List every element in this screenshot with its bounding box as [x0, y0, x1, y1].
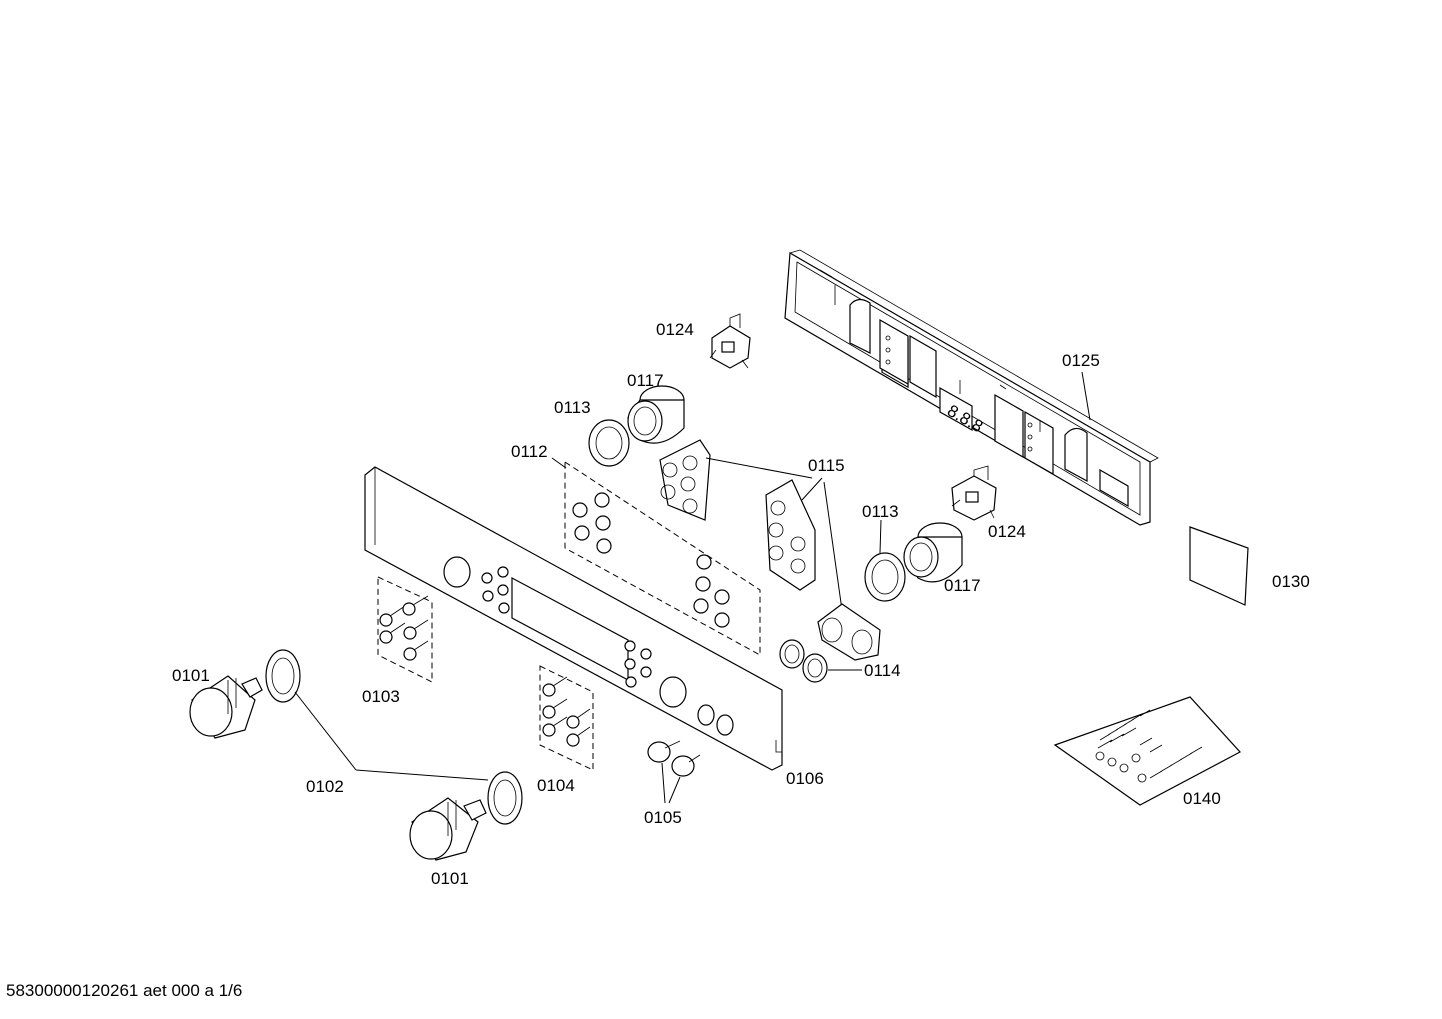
knob-0101-left — [189, 675, 263, 739]
button-pins-0103 — [377, 576, 433, 683]
ring-0113-lower — [864, 552, 906, 602]
label-0125: 0125 — [1062, 351, 1100, 370]
label-0115: 0115 — [808, 456, 845, 475]
label-0113-upper: 0113 — [554, 398, 591, 417]
buttons-0105 — [647, 740, 701, 777]
sheet-0130 — [1189, 526, 1249, 606]
label-0124-upper: 0124 — [656, 320, 694, 339]
drawing-reference-footer: 58300000120261 aet 000 a 1/6 — [6, 981, 243, 1000]
label-0117-lower: 0117 — [944, 576, 981, 595]
knob-0101-lower — [409, 797, 487, 861]
label-0130: 0130 — [1272, 572, 1310, 591]
label-0105: 0105 — [644, 808, 682, 827]
label-0102: 0102 — [306, 777, 344, 796]
label-0124-lower: 0124 — [988, 522, 1026, 541]
screw-bag-0140 — [1053, 696, 1241, 806]
button-holder-0115-lower — [765, 479, 816, 591]
button-pins-0104 — [539, 665, 594, 771]
label-0112: 0112 — [511, 442, 548, 461]
front-panel-0106 — [364, 466, 783, 771]
sleeve-0117-upper — [627, 385, 685, 444]
label-0101-left: 0101 — [172, 666, 210, 685]
label-0117-upper: 0117 — [627, 371, 664, 390]
label-0104: 0104 — [537, 776, 575, 795]
label-0113-lower: 0113 — [862, 502, 899, 521]
rings-0102 — [265, 649, 523, 825]
connector-0124-upper — [709, 313, 751, 369]
label-0140: 0140 — [1183, 789, 1221, 808]
rings-0114 — [779, 603, 881, 683]
label-0106: 0106 — [786, 769, 824, 788]
button-group-0112 — [564, 461, 761, 656]
label-0103: 0103 — [362, 687, 400, 706]
button-holder-0115-upper — [659, 439, 711, 521]
sleeve-0117-lower — [903, 522, 963, 583]
label-0114: 0114 — [864, 661, 901, 680]
ring-0113-upper — [588, 419, 630, 467]
label-0101-lower: 0101 — [431, 869, 469, 888]
connector-0124-lower — [951, 465, 997, 521]
control-housing-0125: 8.8.8 — [784, 249, 1159, 526]
